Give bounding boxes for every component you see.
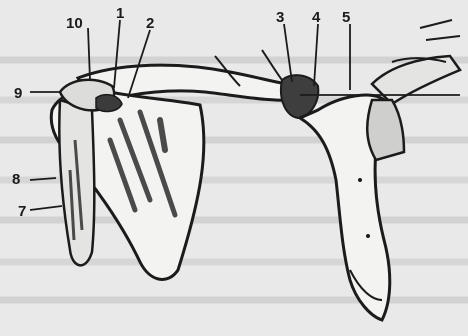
callout-9: 9 xyxy=(14,85,22,102)
callout-1: 1 xyxy=(116,5,124,22)
callout-3: 3 xyxy=(276,9,284,26)
callout-5: 5 xyxy=(342,9,350,26)
callout-10: 10 xyxy=(66,15,83,32)
callout-2: 2 xyxy=(146,15,154,32)
callout-4: 4 xyxy=(312,9,321,26)
callout-7: 7 xyxy=(18,203,26,220)
callout-8: 8 xyxy=(12,171,20,188)
